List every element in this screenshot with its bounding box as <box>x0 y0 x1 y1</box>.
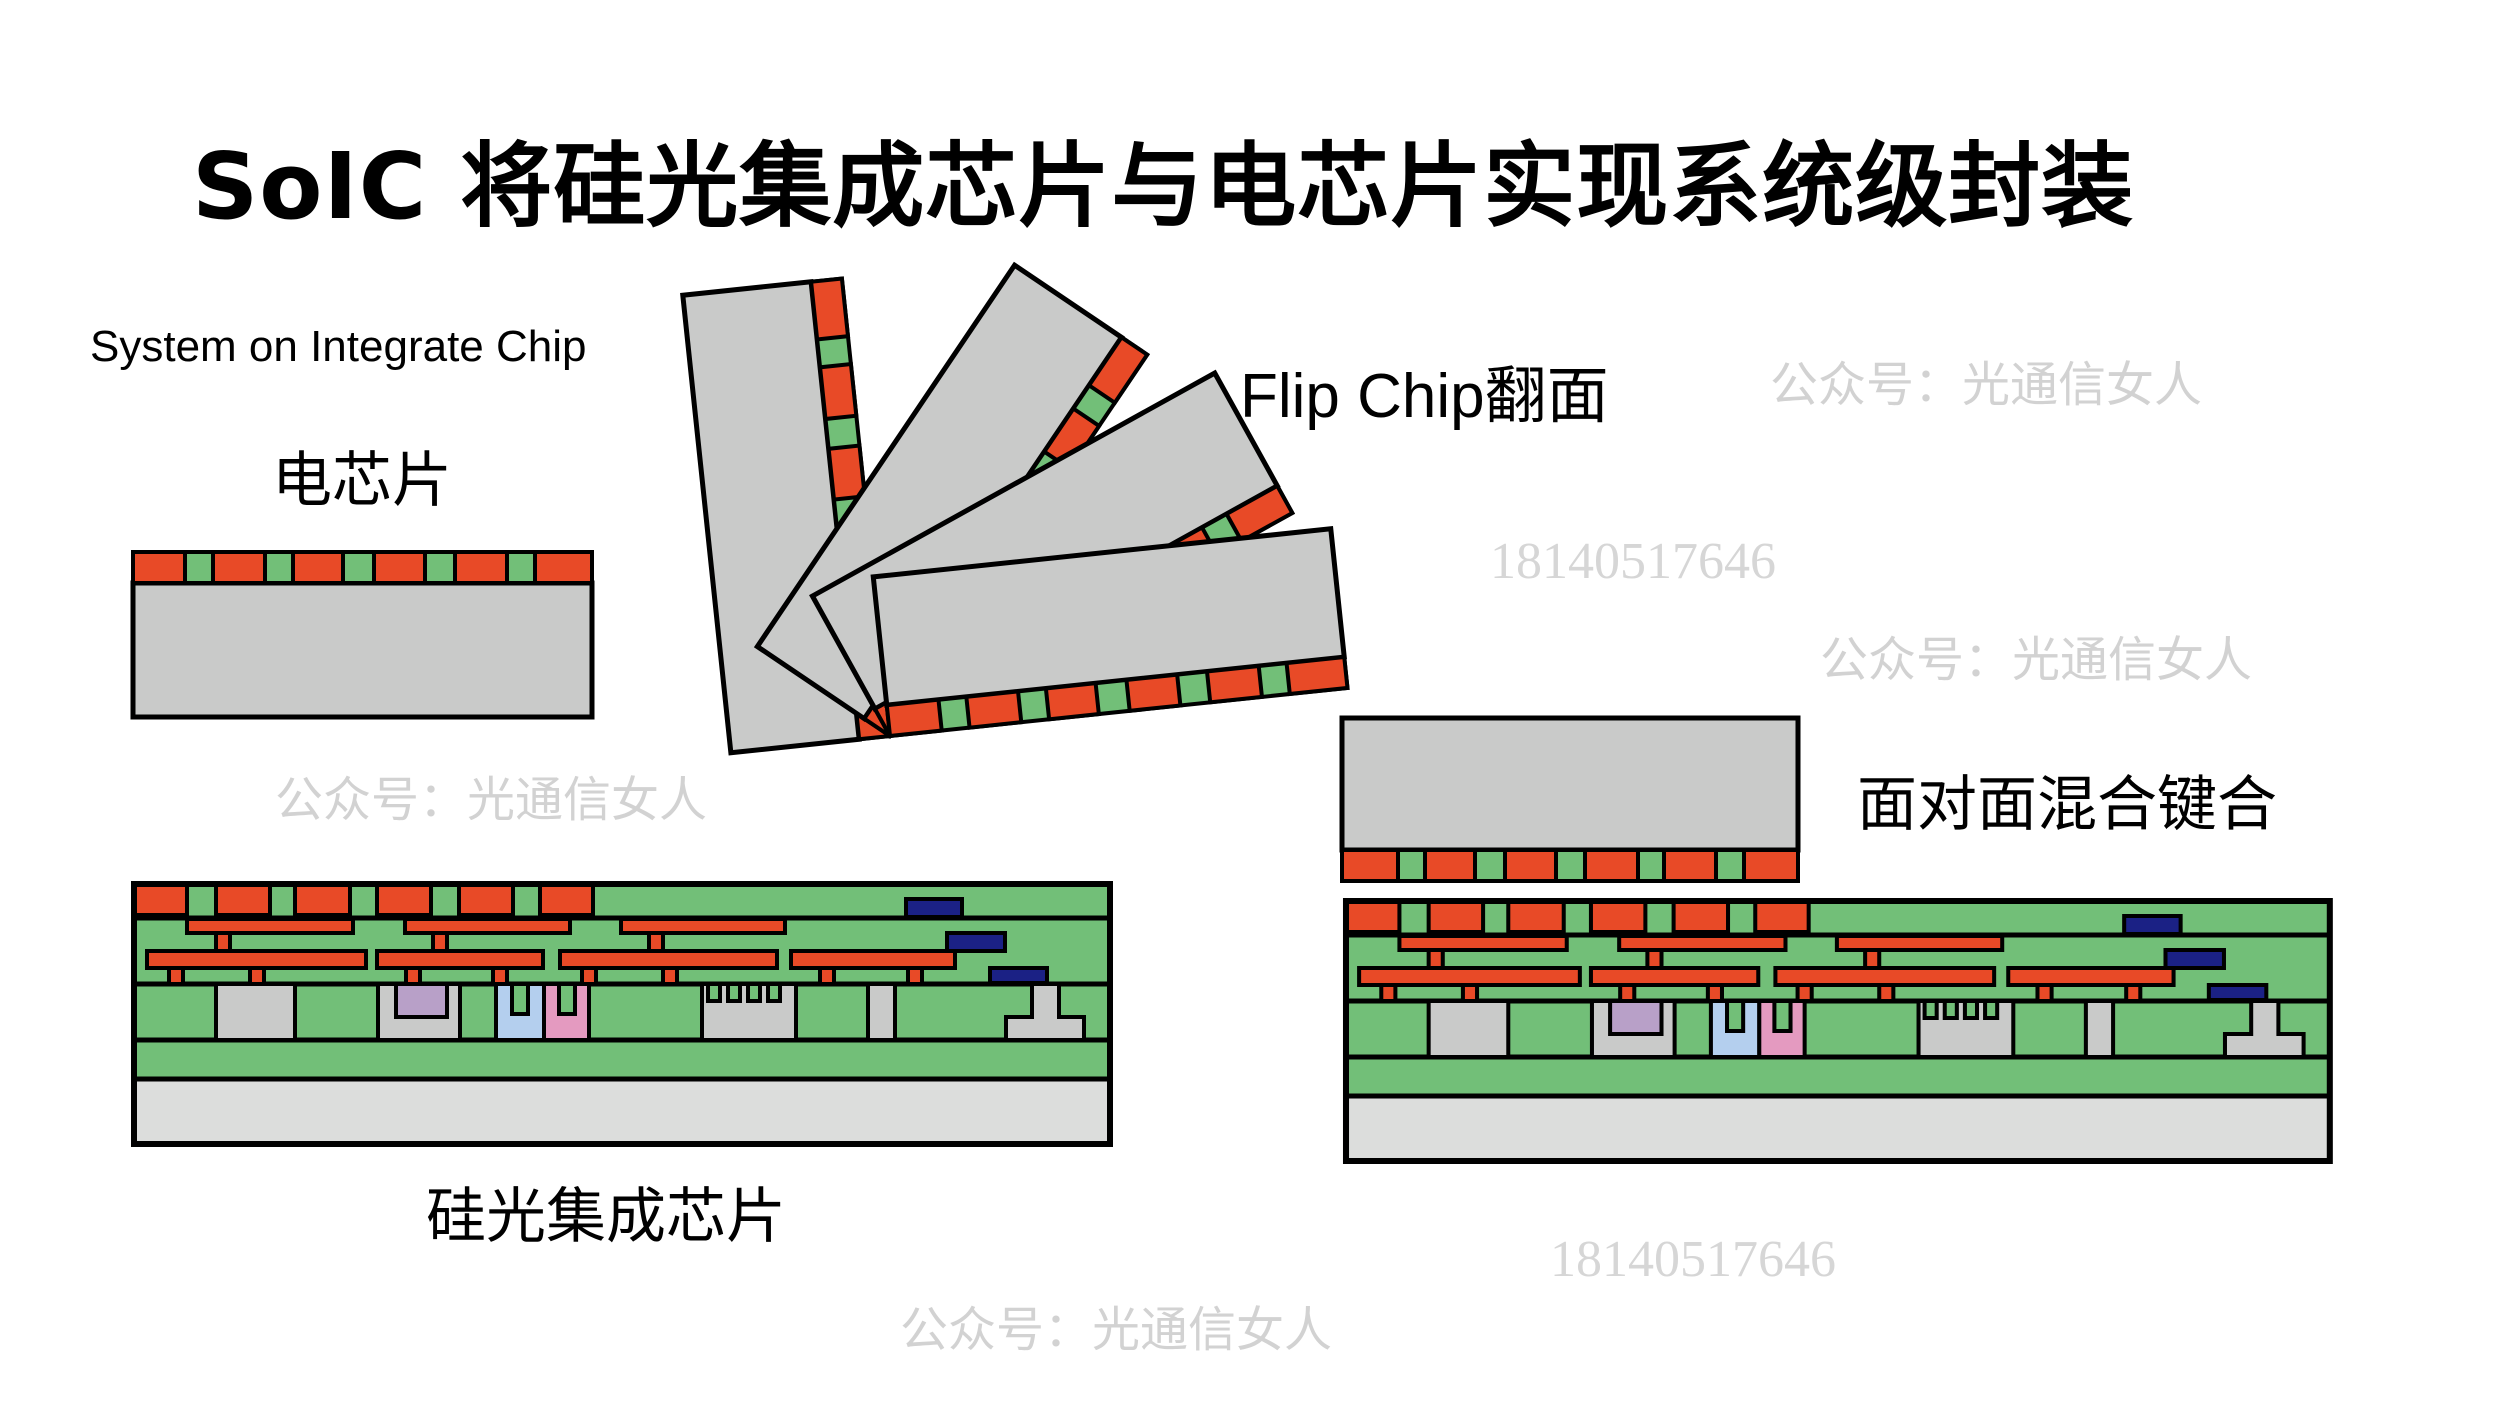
watermark: 公众号：光通信女人 <box>1770 357 2203 413</box>
label-photonic-chip: 硅光集成芯片 <box>426 1182 786 1252</box>
bond-pad <box>817 361 859 422</box>
bond-pad <box>1284 654 1350 697</box>
watermark-phone: 18140517646 <box>1550 1231 1836 1288</box>
subtitle: System on Integrate Chip <box>90 322 587 371</box>
flip-sequence <box>680 261 1350 756</box>
bond-pad <box>884 697 944 739</box>
bond-pad <box>826 443 868 502</box>
flipping-chip-4 <box>870 526 1350 739</box>
bond-pad <box>1223 483 1296 544</box>
photonic-chip <box>134 884 1110 1144</box>
bond-pad <box>1124 672 1183 714</box>
pad-strip <box>131 550 594 585</box>
bond-pad <box>964 689 1024 730</box>
bonded-photonic-chip <box>1346 901 2330 1161</box>
bonded-electronic-chip <box>1339 715 1801 883</box>
label-flip-chip: Flip Chip翻面 <box>1240 362 1609 431</box>
page-title: SoIC 将硅光集成芯片与电芯片实现系统级封装 <box>192 133 2135 240</box>
watermark-phone: 18140517646 <box>1490 533 1776 590</box>
bond-pad <box>808 276 851 342</box>
label-hybrid-bonding: 面对面混合键合 <box>1857 770 2277 840</box>
bond-pad <box>1204 663 1265 705</box>
watermark: 公众号：光通信女人 <box>900 1302 1333 1358</box>
electronic-chip <box>130 550 595 720</box>
bond-pad <box>1043 681 1102 722</box>
bond-pad <box>1086 334 1151 406</box>
label-electronic-chip: 电芯片 <box>272 446 452 516</box>
watermark: 公众号：光通信女人 <box>1820 632 2253 688</box>
watermark: 公众号：光通信女人 <box>275 772 708 828</box>
